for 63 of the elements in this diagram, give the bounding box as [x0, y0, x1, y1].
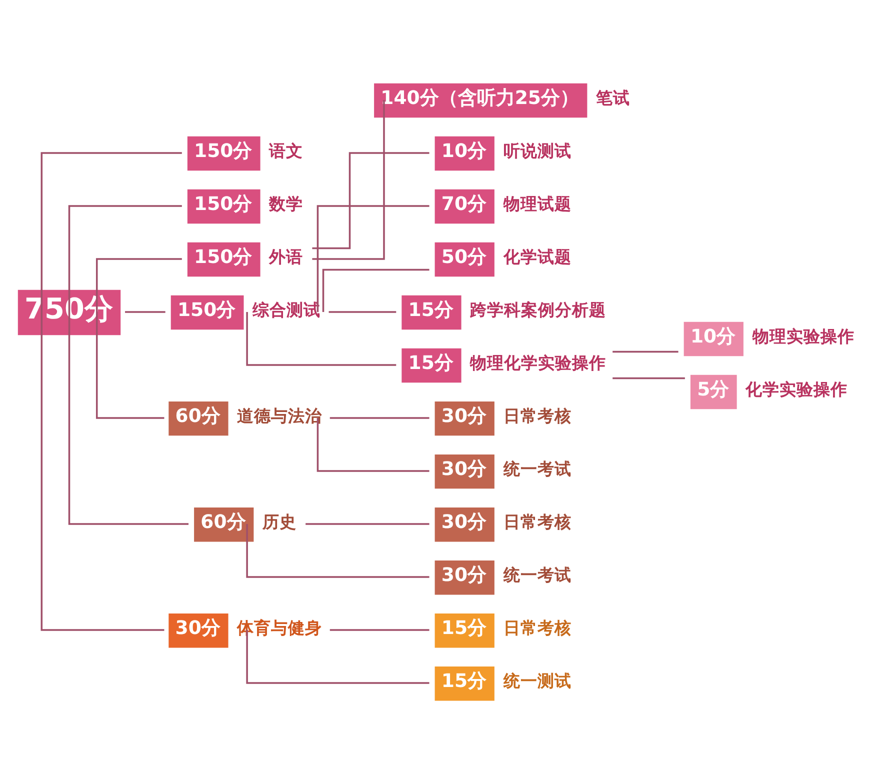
node-label: 日常考核	[503, 406, 572, 425]
node-label: 道德与法治	[237, 406, 322, 425]
node-label: 日常考核	[503, 512, 572, 531]
connector	[306, 522, 430, 524]
node-box: 15分	[402, 294, 462, 330]
connector	[330, 628, 430, 630]
node-box: 150分	[187, 242, 260, 276]
node-label: 听说测试	[503, 140, 572, 160]
node-box: 30分	[434, 400, 494, 436]
node-box: 15分	[434, 666, 494, 700]
connector	[612, 376, 685, 379]
connector	[40, 311, 164, 630]
node-box: 10分	[684, 321, 744, 356]
node-box: 140分（含听力25分）	[374, 82, 588, 118]
connector	[612, 350, 678, 352]
node-box: 30分	[434, 560, 494, 594]
node-label: 统一考试	[503, 564, 572, 584]
node-label: 化学实验操作	[746, 379, 848, 398]
node-label: 数学	[269, 194, 304, 213]
node-label: 外语	[269, 246, 304, 266]
node-box: 150分	[187, 188, 260, 224]
connector	[322, 268, 430, 312]
node-label: 语文	[269, 140, 304, 160]
node-box: 10分	[434, 136, 494, 170]
node-label: 日常考核	[503, 618, 572, 637]
node-label: 统一测试	[503, 670, 572, 690]
connector	[316, 204, 430, 312]
node-label: 跨学科案例分析题	[470, 300, 606, 319]
connector	[246, 524, 430, 578]
node-box: 30分	[434, 454, 494, 488]
connector	[316, 418, 430, 472]
node-box: 60分	[194, 506, 254, 542]
connector	[312, 99, 385, 260]
node-label: 体育与健身	[237, 618, 322, 637]
connector	[68, 311, 189, 524]
node-box: 5分	[690, 374, 737, 409]
connector	[330, 416, 430, 418]
connector	[40, 152, 182, 312]
connector	[96, 258, 182, 312]
node-label: 笔试	[596, 88, 630, 107]
node-label: 物理实验操作	[752, 326, 854, 346]
node-label: 物理试题	[503, 194, 572, 213]
node-label: 物理化学实验操作	[470, 352, 606, 372]
connector	[312, 152, 430, 249]
node-box: 30分	[434, 506, 494, 542]
node-box: 15分	[434, 612, 494, 648]
connector	[246, 630, 430, 684]
node-box: 150分	[170, 294, 244, 330]
node-box: 50分	[434, 242, 494, 276]
node-box: 70分	[434, 188, 494, 224]
connector	[125, 310, 166, 312]
node-label: 历史	[262, 512, 297, 531]
connector	[68, 204, 182, 312]
connector	[328, 310, 396, 312]
node-box: 15分	[402, 348, 462, 382]
node-label: 统一考试	[503, 458, 572, 478]
node-label: 化学试题	[503, 246, 572, 266]
connector	[246, 311, 396, 366]
node-box: 150分	[187, 136, 260, 170]
node-label: 综合测试	[252, 300, 321, 319]
node-box: 30分	[168, 612, 228, 648]
node-box: 60分	[168, 400, 228, 436]
connector	[96, 311, 164, 418]
